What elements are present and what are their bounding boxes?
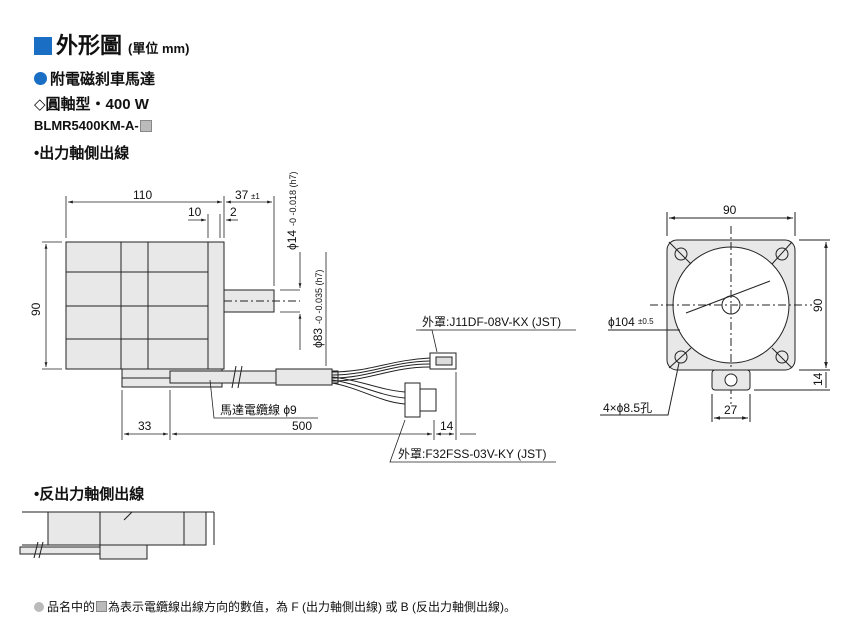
- connector1-label: 外罩:J11DF-08V-KX (JST): [422, 315, 561, 329]
- dim-90-side: 90: [811, 298, 825, 312]
- dim-pilot-tol: -0 -0.035 (h7): [314, 269, 324, 324]
- title-text: 外形圖: [56, 33, 123, 58]
- footer-note: 品名中的 為表示電纜線出線方向的數值，為 F (出力軸側出線) 或 B (反出力…: [34, 598, 516, 615]
- dim-pilot-dia: ϕ83: [311, 328, 325, 348]
- connector2-label: 外罩:F32FSS-03V-KY (JST): [398, 447, 546, 461]
- product-type: 附電磁刹車馬達: [34, 68, 155, 89]
- dim-14-right: 14: [811, 372, 825, 386]
- note-part1: 品名中的: [47, 600, 96, 614]
- dim-mount-holes: 4×ϕ8.5孔: [603, 401, 652, 415]
- dim-pcd: ϕ104: [608, 315, 635, 329]
- dim-110: 110: [133, 188, 152, 202]
- title-square-icon: [34, 37, 52, 55]
- placeholder-square-icon: [139, 119, 152, 132]
- bullet-circle-icon: [34, 72, 47, 85]
- dim-shaft-dia: ϕ14: [285, 230, 299, 250]
- model-prefix: BLMR5400KM-A-: [34, 118, 139, 133]
- section-opposite-side: •反出力軸側出線: [34, 486, 145, 503]
- dim-500: 500: [292, 419, 312, 433]
- dim-2: 2: [230, 205, 237, 219]
- cable-label: 馬達電纜線 ϕ9: [220, 402, 297, 417]
- dim-37-tol: ±1: [251, 192, 260, 201]
- motor-side-view: [65, 241, 457, 418]
- dim-33: 33: [138, 419, 152, 433]
- placeholder-square-icon: [96, 601, 108, 612]
- dim-10: 10: [188, 205, 202, 219]
- section-output-side: •出力軸側出線: [34, 145, 130, 162]
- motor-front-view: [600, 212, 830, 422]
- product-type-text: 附電磁刹車馬達: [50, 71, 156, 88]
- page-title: 外形圖 (單位 mm): [34, 28, 189, 60]
- dim-90-left: 90: [29, 302, 43, 316]
- dim-14-bottom: 14: [440, 419, 454, 433]
- dim-shaft-tol: -0 -0.018 (h7): [288, 171, 298, 226]
- dim-37: 37: [235, 188, 249, 202]
- model-number: BLMR5400KM-A-: [34, 118, 152, 133]
- dim-pcd-tol: ±0.5: [638, 317, 654, 326]
- dim-90-top: 90: [723, 203, 737, 217]
- note-part2: 為表示電纜線出線方向的數值，為 F (出力軸側出線) 或 B (反出力軸側出線)…: [108, 600, 517, 614]
- product-spec: ◇圓軸型・400 W: [34, 96, 149, 113]
- dim-27: 27: [724, 403, 738, 417]
- title-unit: (單位 mm): [128, 41, 190, 56]
- side-view-dimensions: [42, 196, 576, 463]
- note-bullet-icon: [34, 601, 44, 612]
- opposite-side-view: [19, 511, 215, 560]
